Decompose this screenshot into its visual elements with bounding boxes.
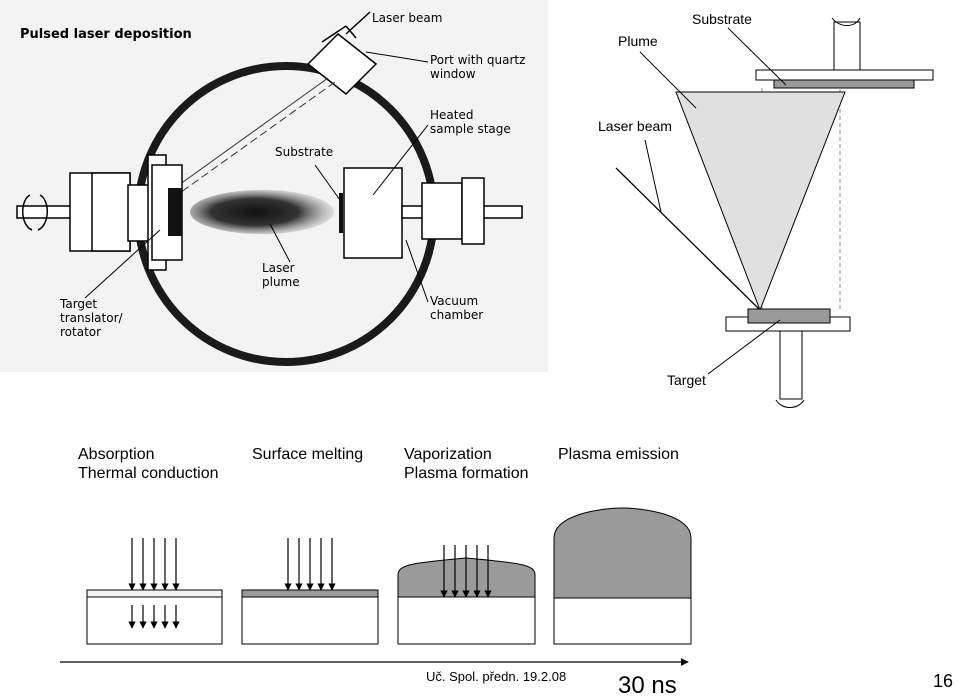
laser-plume (190, 190, 334, 234)
vacuum-label-1: Vacuum (430, 294, 479, 308)
vacuum-label-2: chamber (430, 308, 484, 322)
schematic-substrate-label: Substrate (692, 11, 752, 27)
stage-1-label-1: Absorption (78, 446, 155, 463)
stage-2 (241, 538, 379, 645)
laser-plume-label-1: Laser (262, 261, 295, 275)
laser-beam-edge (157, 77, 329, 201)
target-label-1: Target (60, 297, 98, 311)
laser-port (306, 25, 378, 96)
bottom-rotation-icon (775, 399, 805, 408)
target-stage (16, 154, 183, 271)
target-label-2: translator/ (60, 311, 123, 325)
rotation-arrow-icon (22, 194, 33, 231)
pld-substrate-label: Substrate (275, 145, 334, 159)
stage-4-label-1: Plasma emission (558, 446, 679, 463)
pld-panel (0, 0, 548, 372)
target-label-3: rotator (60, 325, 102, 339)
heated-label-2: sample stage (430, 122, 511, 136)
schematic-laser-beam-label: Laser beam (598, 118, 672, 134)
schematic-laser-beam (615, 167, 761, 311)
substrate-plate (773, 79, 915, 89)
stage-1-label-2: Thermal conduction (78, 465, 219, 482)
stage-1 (86, 538, 223, 645)
laser-plume-label-2: plume (262, 275, 300, 289)
stage-3-label-1: Vaporization (404, 446, 492, 463)
substrate-sample (339, 193, 343, 233)
stage-3 (397, 545, 536, 645)
schematic-target-label: Target (667, 372, 706, 388)
schematic-leader-lines (639, 27, 787, 375)
schematic (615, 17, 934, 408)
laser-beam-path (169, 81, 336, 201)
stage-4 (553, 507, 692, 645)
stage-3-label-2: Plasma formation (404, 465, 529, 482)
plume-label: Plume (618, 33, 658, 49)
laser-beam-in (345, 11, 371, 35)
port-label-1: Port with quartz (430, 53, 526, 67)
top-rotation-icon (831, 17, 861, 26)
pld-laser-beam-label: Laser beam (372, 11, 443, 25)
heated-label-1: Heated (430, 108, 474, 122)
target-plate (747, 308, 831, 324)
plume-cone (675, 91, 846, 312)
heated-sample-stage (339, 167, 523, 259)
page-number: 16 (933, 671, 954, 691)
pld-leader-lines (84, 51, 429, 303)
pld-title: Pulsed laser deposition (20, 27, 192, 42)
target-block (168, 188, 182, 236)
time-label: 30 ns (618, 672, 677, 699)
stage-2-label-1: Surface melting (252, 446, 364, 463)
substrate-holder (755, 69, 934, 81)
lecture-footer: Uč. Spol. předn. 19.2.08 (426, 669, 567, 684)
port-label-2: window (430, 67, 476, 81)
